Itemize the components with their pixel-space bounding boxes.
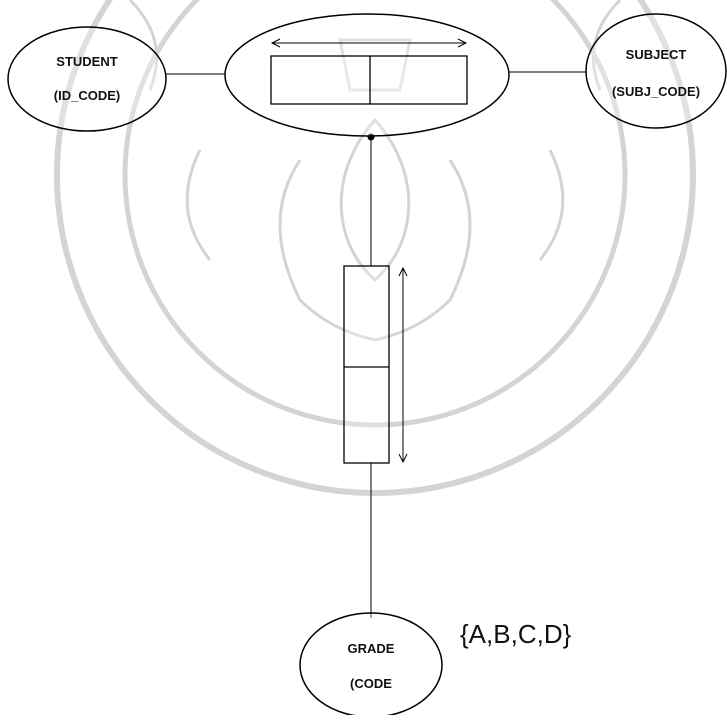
subject-entity-shape (586, 14, 726, 128)
student-entity-key: (ID_CODE) (54, 88, 120, 103)
subject-entity-name: SUBJECT (626, 47, 687, 62)
grade-entity-key: (CODE (350, 676, 392, 691)
grade-entity-name: GRADE (348, 641, 395, 656)
grade-domain-label: {A,B,C,D} (460, 619, 572, 649)
student-entity-name: STUDENT (56, 54, 117, 69)
relationship-key-record (271, 56, 467, 104)
grade-value-record (344, 266, 389, 463)
grade-record-span-arrow (399, 268, 407, 462)
subject-entity-key: (SUBJ_CODE) (612, 84, 700, 99)
student-entity-shape (8, 27, 166, 131)
grade-entity-shape (300, 613, 442, 715)
